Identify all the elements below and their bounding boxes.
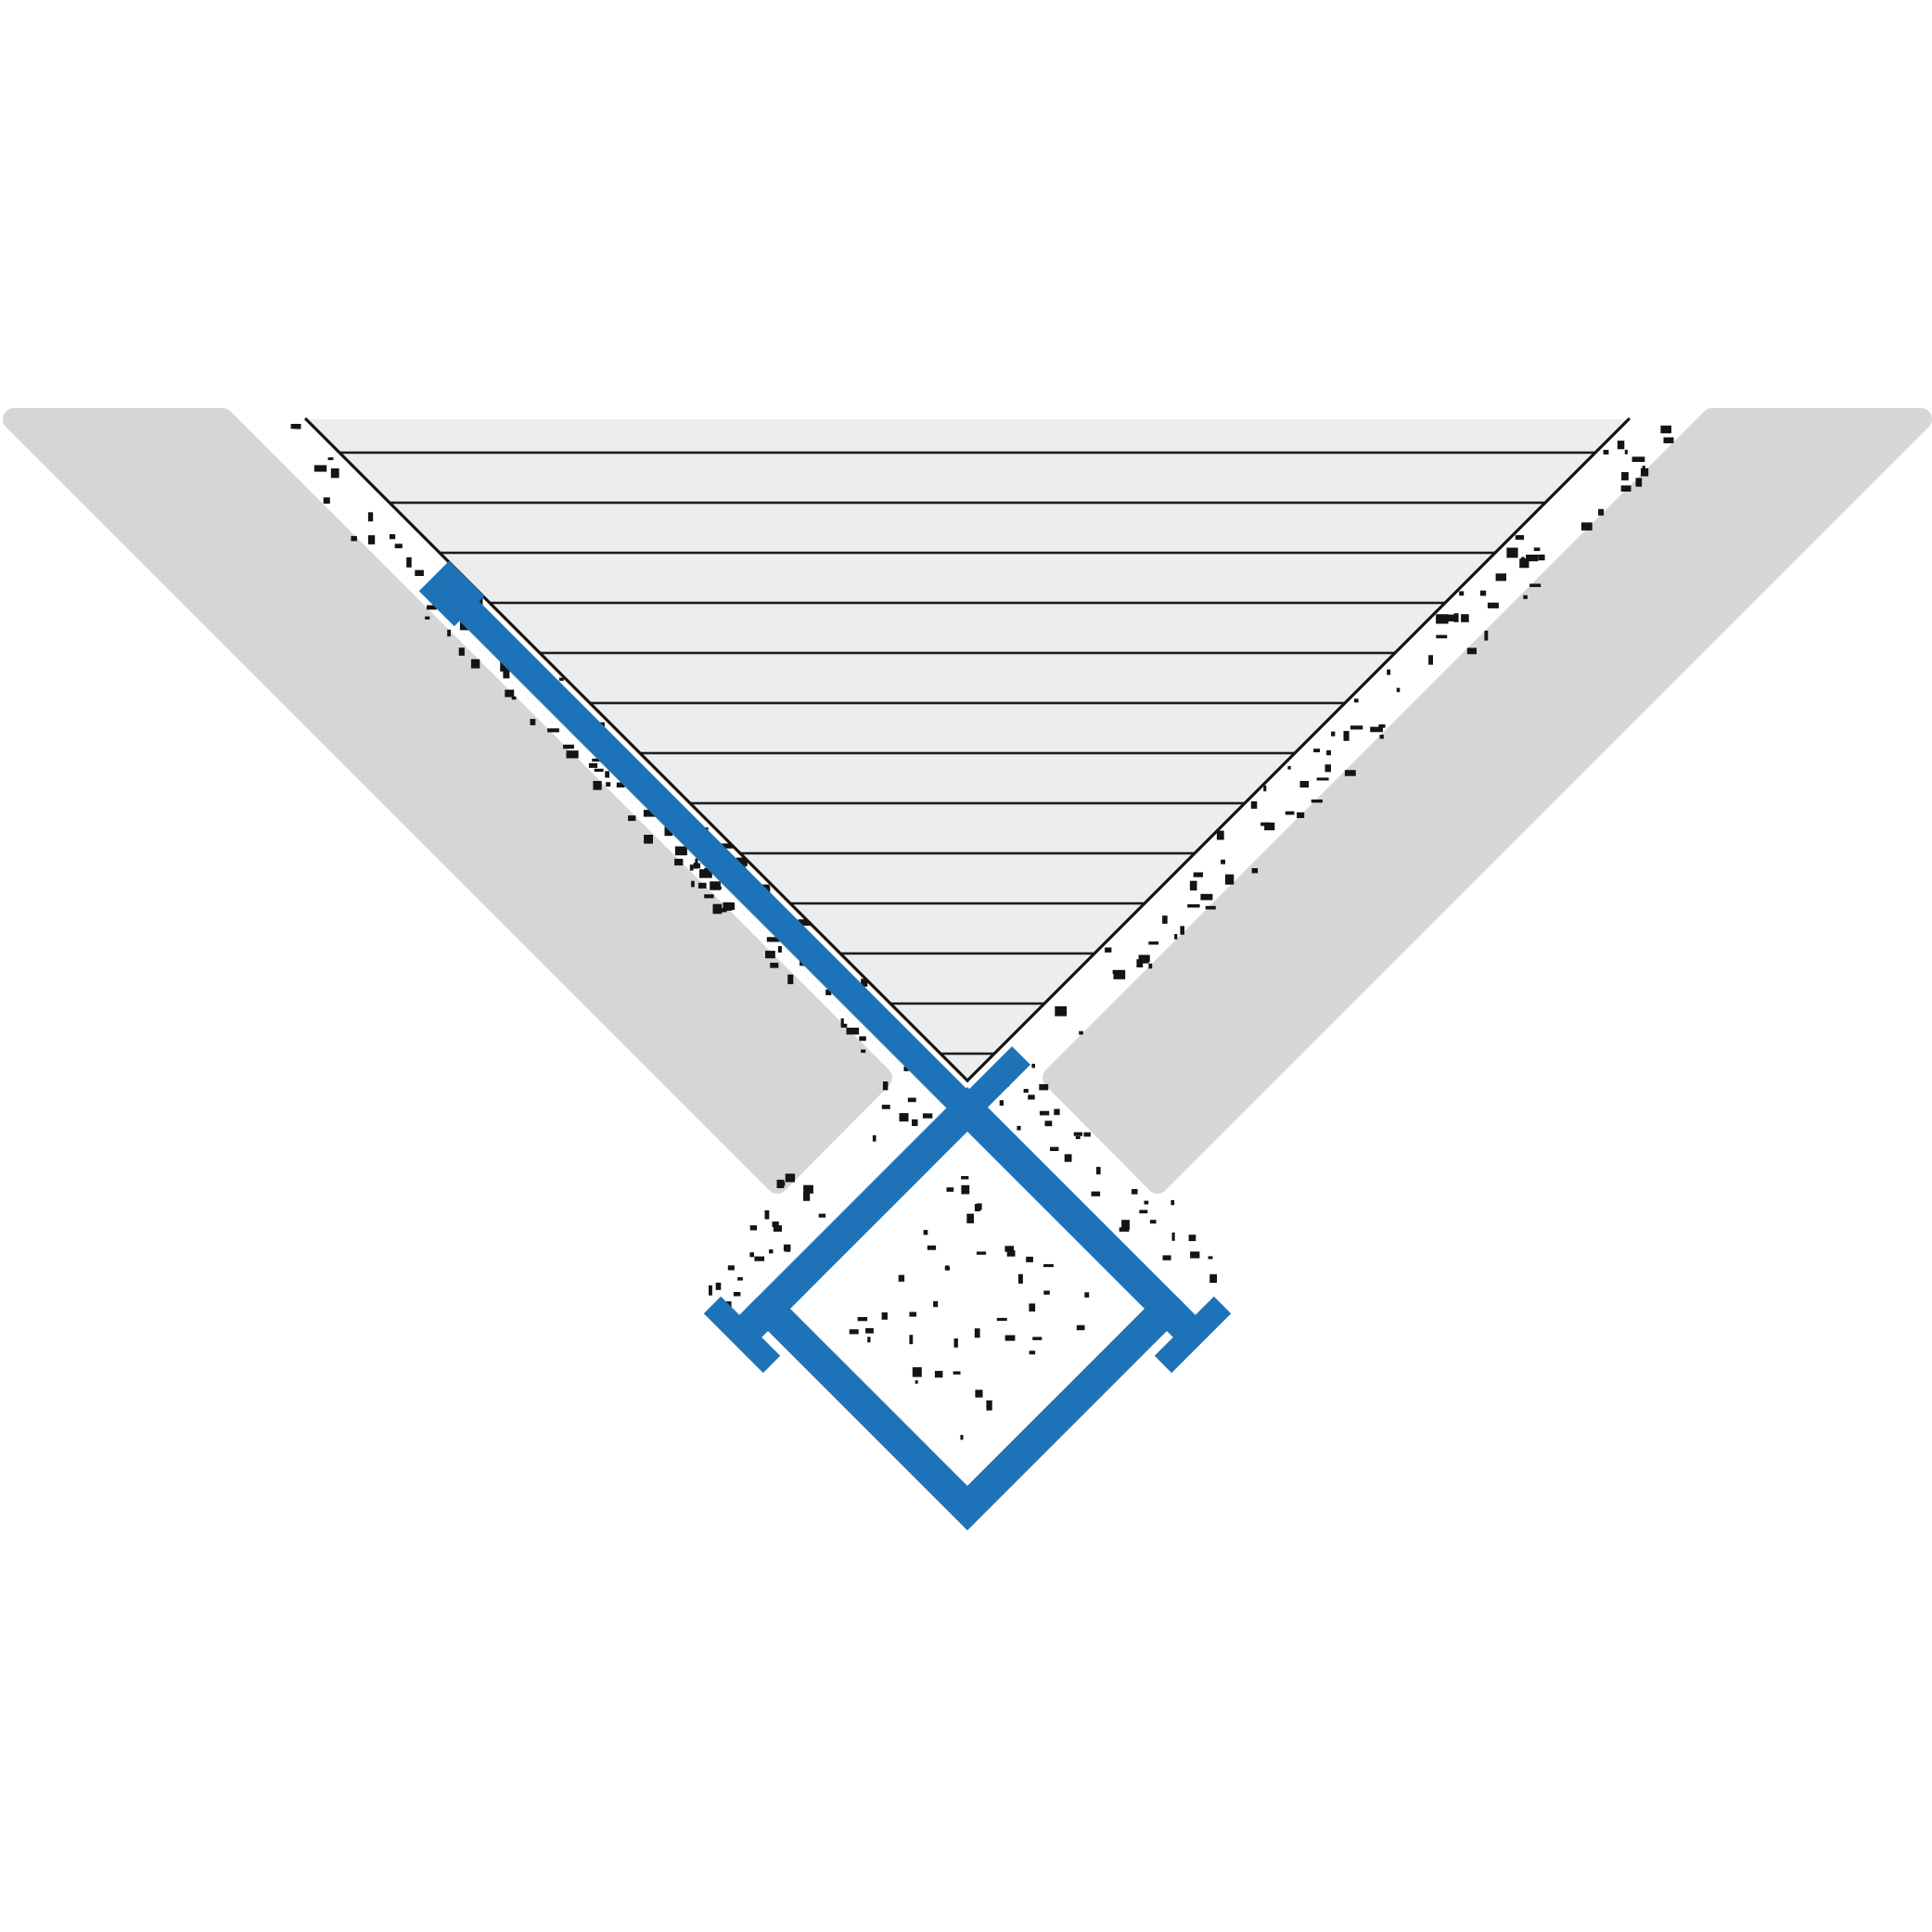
anchor-leg-end-cap (418, 560, 485, 627)
tube-speckles (849, 1176, 1090, 1440)
square-tube (745, 1086, 1190, 1531)
tile-cross-section (304, 417, 1631, 1083)
profile-foot-left (703, 1296, 781, 1374)
foot-left-bar (703, 1296, 781, 1374)
substrate-wall-right (1043, 408, 1932, 1194)
anchor-leg (435, 577, 978, 1120)
substrate-wall-left (3, 408, 892, 1194)
profile-foot-right (1154, 1296, 1232, 1374)
tile-edge-lines (304, 417, 1631, 1083)
tube-outline (745, 1086, 1190, 1531)
corner-junction-stub (958, 1046, 1030, 1119)
tile-hatching (306, 419, 1629, 1081)
mortar-speckles (290, 424, 1674, 1311)
foot-right-bar (1154, 1296, 1232, 1374)
corner-profile (418, 560, 1232, 1531)
